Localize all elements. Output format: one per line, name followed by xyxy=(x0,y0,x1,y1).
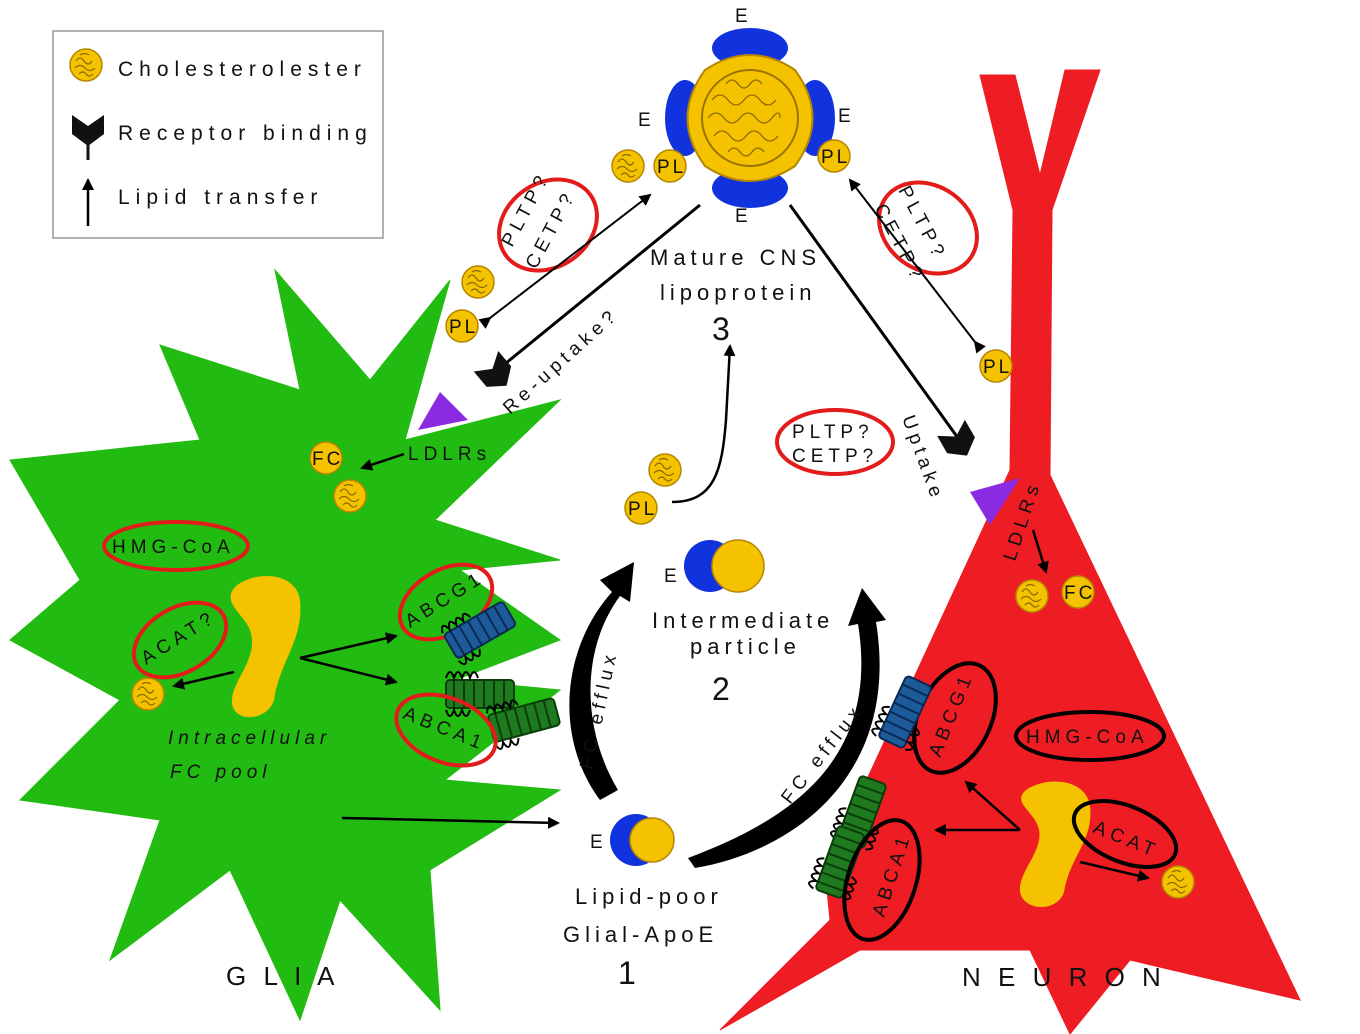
ce-intermediate-free xyxy=(649,454,681,486)
lipid-poor-line2: Glial-ApoE xyxy=(563,922,718,947)
lipid-poor-line1: Lipid-poor xyxy=(575,884,723,909)
neuron-ce-droplet xyxy=(1162,866,1194,898)
intermediate-line2: particle xyxy=(690,634,801,659)
glia-ldlr-receptor xyxy=(418,392,468,430)
pl-label-right-free: PL xyxy=(983,357,1012,378)
pltp-middle: PLTP? xyxy=(792,422,874,443)
intermediate-number: 2 xyxy=(712,671,730,707)
uptake-label: Uptake xyxy=(897,413,948,505)
neuron-hmgcoa-label: HMG-CoA xyxy=(1026,727,1149,748)
glia-fc-label: FC xyxy=(312,449,343,470)
glia-ce-particle xyxy=(334,480,366,512)
ce-left-free xyxy=(462,266,494,298)
neuron-fc-label: FC xyxy=(1064,583,1095,604)
pl-label-mature-right: PL xyxy=(821,147,850,168)
cetp-middle: CETP? xyxy=(792,446,878,467)
apoe-label-top: E xyxy=(735,6,753,27)
pl-label-left-free: PL xyxy=(449,317,478,338)
intermediate-particle xyxy=(684,540,764,592)
apoe-label-intermediate: E xyxy=(664,566,682,587)
mature-lipoprotein-number: 3 xyxy=(712,311,730,347)
legend-lipid-transfer: Lipid transfer xyxy=(118,186,323,209)
glia-ldlr-label: LDLRs xyxy=(408,444,491,465)
lipid-poor-particle xyxy=(610,814,674,866)
intermediate-to-mature-arrow xyxy=(672,346,730,502)
ce-near-mature-left xyxy=(612,150,644,182)
apoe-label-left: E xyxy=(638,110,656,131)
apoe-label-lipid-poor: E xyxy=(590,832,608,853)
pl-label-mature-left: PL xyxy=(657,157,686,178)
apoe-label-bottom: E xyxy=(735,206,753,227)
mature-lipoprotein-line2: lipoprotein xyxy=(660,280,817,305)
neuron-title: N E U R O N xyxy=(962,962,1166,992)
uptake-receptor-icon xyxy=(937,420,981,464)
lipid-poor-number: 1 xyxy=(618,955,636,991)
glia-fc-pool-line1: Intracellular xyxy=(168,728,331,749)
pl-label-intermediate: PL xyxy=(628,499,657,520)
glia-ce-droplet xyxy=(132,678,164,710)
legend-cholesterol-ester: Cholesterolester xyxy=(118,58,367,81)
intermediate-line1: Intermediate xyxy=(652,608,834,633)
glia-title: G L I A xyxy=(226,961,340,991)
reuptake-label: Re-uptake? xyxy=(499,304,623,419)
neuron-ce-particle xyxy=(1016,580,1048,612)
mature-lipoprotein xyxy=(665,28,835,208)
mature-lipoprotein-line1: Mature CNS xyxy=(650,245,821,270)
glia-hmgcoa-label: HMG-CoA xyxy=(112,537,235,558)
cholesterol-ester-icon xyxy=(70,49,102,81)
glia-fc-pool-line2: FC pool xyxy=(170,762,272,783)
apoe-label-right: E xyxy=(838,106,856,127)
legend: Cholesterolester Receptor binding Lipid … xyxy=(53,31,383,238)
legend-receptor-binding: Receptor binding xyxy=(118,122,373,145)
